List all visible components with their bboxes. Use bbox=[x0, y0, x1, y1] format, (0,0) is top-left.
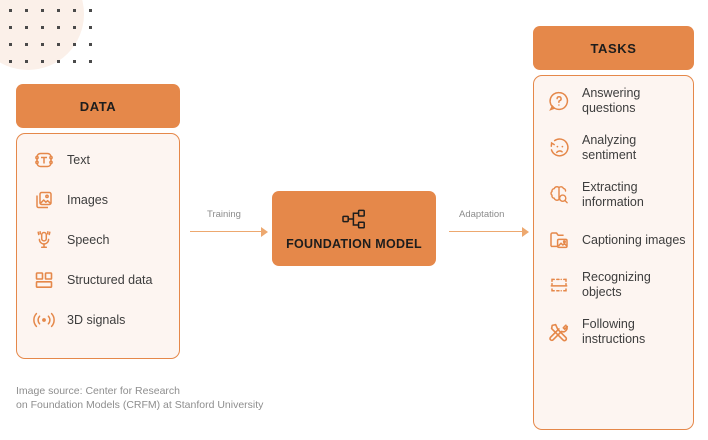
training-arrow-icon bbox=[190, 222, 268, 242]
list-item-answering-questions[interactable]: Answering questions bbox=[546, 86, 693, 116]
data-panel: Text Images Speech bbox=[16, 133, 180, 359]
caption-line-2: on Foundation Models (CRFM) at Stanford … bbox=[16, 399, 264, 411]
tasks-panel: Answering questions Analyzing sentiment bbox=[533, 75, 694, 430]
list-item-text[interactable]: Text bbox=[31, 147, 179, 173]
list-item-label: Analyzing sentiment bbox=[582, 133, 637, 162]
list-item-analyzing-sentiment[interactable]: Analyzing sentiment bbox=[546, 133, 693, 163]
image-caption-icon bbox=[546, 227, 572, 253]
list-item-label: Answering questions bbox=[582, 86, 641, 115]
list-item-captioning-images[interactable]: Captioning images bbox=[546, 227, 693, 253]
foundation-model-box[interactable]: FOUNDATION MODEL bbox=[272, 191, 436, 266]
list-item-label: Text bbox=[67, 152, 90, 167]
list-item-following-instructions[interactable]: Following instructions bbox=[546, 317, 693, 347]
foundation-model-title: FOUNDATION MODEL bbox=[286, 236, 422, 251]
question-bubble-icon bbox=[546, 88, 572, 114]
structured-data-icon bbox=[31, 267, 57, 293]
object-scan-icon bbox=[546, 272, 572, 298]
caption-line-1: Image source: Center for Research bbox=[16, 385, 180, 397]
tools-icon bbox=[546, 319, 572, 345]
data-header: DATA bbox=[16, 84, 180, 128]
list-item-label: Following instructions bbox=[582, 317, 646, 346]
list-item-label: Recognizing objects bbox=[582, 270, 651, 299]
speech-microphone-icon bbox=[31, 227, 57, 253]
3d-signals-icon bbox=[31, 307, 57, 333]
list-item-label: Extracting information bbox=[582, 180, 644, 209]
tasks-header: TASKS bbox=[533, 26, 694, 70]
dot-grid-pattern bbox=[9, 9, 105, 77]
images-icon bbox=[31, 187, 57, 213]
image-source-caption: Image source: Center for Research on Fou… bbox=[16, 384, 263, 412]
list-item-extracting-information[interactable]: Extracting information bbox=[546, 180, 693, 210]
list-item-label: Captioning images bbox=[582, 232, 686, 247]
training-arrow-label: Training bbox=[207, 209, 241, 220]
list-item-label: Structured data bbox=[67, 272, 153, 287]
adaptation-arrow-icon bbox=[449, 222, 529, 242]
sentiment-face-icon bbox=[546, 135, 572, 161]
list-item-label: 3D signals bbox=[67, 312, 126, 327]
list-item-label: Images bbox=[67, 192, 108, 207]
list-item-recognizing-objects[interactable]: Recognizing objects bbox=[546, 270, 693, 300]
list-item-structured-data[interactable]: Structured data bbox=[31, 267, 179, 293]
list-item-speech[interactable]: Speech bbox=[31, 227, 179, 253]
brain-search-icon bbox=[546, 182, 572, 208]
list-item-3d-signals[interactable]: 3D signals bbox=[31, 307, 179, 333]
adaptation-arrow-label: Adaptation bbox=[459, 209, 505, 220]
text-icon bbox=[31, 147, 57, 173]
list-item-label: Speech bbox=[67, 232, 110, 247]
list-item-images[interactable]: Images bbox=[31, 187, 179, 213]
network-hierarchy-icon bbox=[339, 207, 369, 233]
